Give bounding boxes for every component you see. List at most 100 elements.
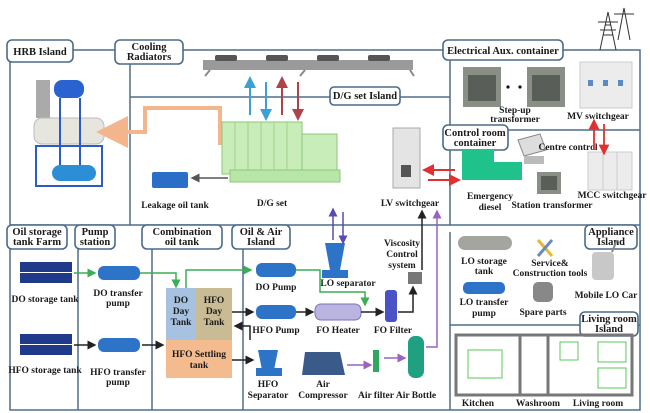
lo-storage-tank-label-1: LO storage (461, 257, 507, 267)
power-pylon-icon (598, 7, 634, 51)
station-transformer-icon (537, 172, 561, 194)
svg-text:Radiators: Radiators (127, 52, 171, 63)
air-compressor-label-2: Compressor (298, 391, 348, 401)
svg-text:D/G set Island: D/G set Island (333, 91, 397, 102)
hfo-settling-tank (166, 340, 232, 378)
svg-text:Island: Island (597, 237, 625, 248)
hfo-storage-tank-label: HFO storage tank (8, 366, 82, 376)
dg-set-icon (221, 121, 341, 183)
zone-label-appliance: Appliance Island (584, 224, 638, 250)
lo-transfer-pump-label-2: pump (472, 309, 496, 319)
air-bottle-icon (408, 336, 424, 378)
svg-text:HRB Island: HRB Island (13, 47, 67, 58)
stepup-transformer-icon (463, 67, 565, 107)
svg-text:tank Farm: tank Farm (13, 237, 61, 248)
hfo-day-tank-label-1: HFO (204, 296, 225, 306)
lo-transfer-pump-icon (463, 282, 505, 294)
do-transfer-pump-label-1: DO transfer (93, 289, 143, 299)
air-filter-icon (373, 350, 379, 372)
centre-control-icon (517, 133, 547, 164)
do-transfer-pump-label-2: pump (106, 299, 130, 309)
mv-switchgear-icon (579, 61, 633, 109)
svg-text:Appliance: Appliance (588, 227, 634, 238)
tools-label-1: Service& (531, 259, 569, 269)
hfo-pump-label: HFO Pump (252, 326, 299, 336)
hfo-separator-label-2: Separator (248, 391, 289, 401)
svg-text:Control room: Control room (444, 128, 505, 139)
zone-label-electrical: Electrical Aux. container (442, 39, 564, 61)
hfo-pump-icon (256, 305, 296, 319)
lo-storage-tank-label-2: tank (475, 267, 494, 277)
mcc-switchgear-label: MCC switchgear (578, 191, 648, 201)
hfo-day-tank-label-2: Day (206, 307, 223, 317)
do-flow-daytank-to-dopump (185, 265, 253, 288)
tools-icon (536, 239, 554, 257)
svg-text:Pump: Pump (82, 227, 109, 238)
leakage-tank-icon (152, 172, 188, 188)
lo-separator-icon (322, 243, 348, 278)
stepup-label-1: Step-up (499, 106, 531, 116)
fo-heater-icon (314, 303, 362, 321)
cooling-radiator-icon (203, 55, 415, 77)
mobile-lo-car-label: Mobile LO Car (575, 291, 639, 301)
washroom-label: Washroom (516, 399, 560, 409)
spare-parts-icon (533, 282, 553, 302)
emergency-diesel-label-2: diesel (479, 203, 502, 213)
lo-storage-tank-icon (458, 236, 512, 250)
zone-label-living: Living room Island (579, 311, 639, 337)
air-bottle-label: Air Bottle (396, 391, 436, 401)
zone-label-combination: Combination oil tank (141, 224, 223, 250)
do-flow-dopump-to-filter (296, 269, 370, 307)
hfo-separator-icon (256, 350, 282, 376)
zone-label-pump-station: Pump station (74, 224, 116, 250)
zone-label-oil-air: Oil & Air Island (231, 224, 291, 250)
zone-label-dg: D/G set Island (329, 86, 401, 106)
svg-text:oil tank: oil tank (165, 237, 199, 248)
spare-parts-label: Spare parts (519, 308, 566, 318)
do-day-tank-label-1: DO (174, 296, 188, 306)
tools-label-2: Construction tools (513, 269, 588, 279)
lv-switchgear-label: LV switchgear (381, 199, 440, 209)
hfo-flow-separator-to-daytank (233, 321, 251, 340)
stepup-label-2: transformer (490, 115, 540, 125)
air-compressor-label-1: Air (316, 380, 331, 390)
hfo-transfer-pump-label-1: HFO transfer (90, 368, 146, 378)
do-pump-label: DO Pump (256, 283, 297, 293)
svg-text:Living room: Living room (581, 314, 637, 325)
fuel-flow-filter-to-viscosity (398, 285, 418, 313)
viscosity-control-icon (408, 272, 422, 284)
emergency-diesel-label-1: Emergency (467, 192, 513, 202)
svg-text:Electrical Aux. container: Electrical Aux. container (447, 46, 559, 57)
viscosity-label-1: Viscosity (384, 239, 420, 249)
air-flow-bottle-to-engine (426, 209, 442, 348)
do-day-tank-label-2: Day (173, 307, 190, 317)
hfo-day-tank (196, 288, 232, 340)
lo-transfer-pump-label-1: LO transfer (460, 298, 510, 308)
hfo-separator-label-1: HFO (258, 380, 279, 390)
dg-set-label: D/G set (257, 199, 288, 209)
hfo-transfer-pump-label-2: pump (106, 378, 130, 388)
emergency-diesel-icon (462, 150, 522, 180)
mobile-lo-car-icon (592, 239, 618, 280)
svg-text:Cooling: Cooling (131, 42, 167, 53)
mcc-switchgear-icon (587, 151, 633, 191)
do-day-tank-label-3: Tank (171, 318, 192, 328)
viscosity-label-2: Control (386, 250, 418, 260)
fo-filter-icon (385, 290, 397, 322)
svg-text:station: station (80, 237, 110, 248)
centre-control-label: Centre control (538, 143, 597, 153)
hfo-settling-tank-label-1: HFO Settling (172, 350, 226, 360)
do-storage-tank-icon (20, 262, 72, 283)
svg-text:Island: Island (595, 324, 623, 335)
air-compressor-icon (302, 352, 345, 375)
svg-text:Island: Island (247, 237, 275, 248)
svg-text:Combination: Combination (153, 227, 212, 238)
station-transformer-label: Station transformer (512, 201, 594, 211)
hfo-storage-tank-icon (20, 334, 72, 355)
do-transfer-pump-icon (98, 266, 140, 280)
living-room-label: Living room (573, 399, 623, 409)
mv-switchgear-label: MV switchgear (567, 112, 630, 122)
kitchen-label: Kitchen (462, 399, 495, 409)
fo-filter-label: FO Filter (374, 326, 413, 336)
hfo-transfer-pump-icon (98, 338, 140, 352)
